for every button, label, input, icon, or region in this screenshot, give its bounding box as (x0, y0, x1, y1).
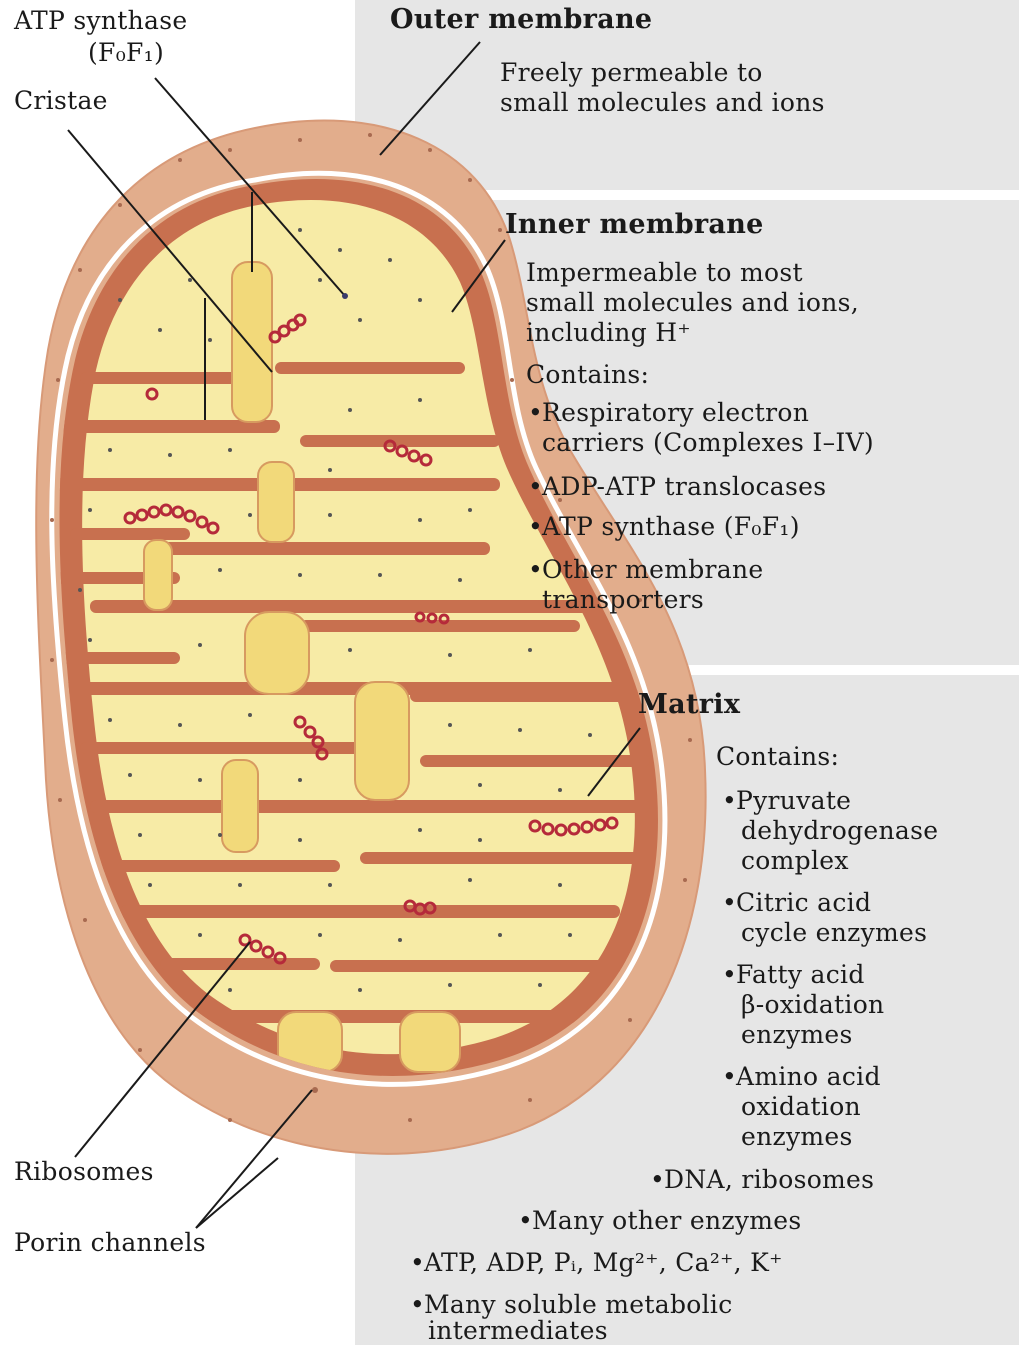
matrix-item-4-line-1: Amino acid (736, 1062, 881, 1091)
matrix-item-ions: •ATP, ADP, Pᵢ, Mg²⁺, Ca²⁺, K⁺ (410, 1248, 783, 1278)
bullet: • (528, 398, 542, 428)
bullet: • (722, 960, 736, 990)
matrix-item-3-line-3: enzymes (741, 1020, 853, 1049)
matrix-item-1-line-1: Pyruvate (736, 786, 851, 815)
bullet: • (722, 786, 736, 816)
matrix-heading: Matrix (638, 690, 740, 720)
inner-item-electron-carriers-cont: carriers (Complexes I–IV) (542, 428, 874, 458)
matrix-item-citric: •Citric acid (722, 888, 871, 918)
matrix-item-4-line-2: oxidation (741, 1092, 861, 1121)
matrix-item-3-line-2: β-oxidation (741, 990, 884, 1019)
inner-item-4-line-1: Other membrane (542, 555, 764, 584)
matrix-item-fatty: •Fatty acid (722, 960, 865, 990)
matrix-item-pdh-3: complex (741, 846, 849, 876)
matrix-item-8-line-2: intermediates (428, 1316, 608, 1345)
bullet: • (528, 472, 542, 502)
bullet: • (410, 1290, 424, 1320)
inner-item-electron-carriers: •Respiratory electron (528, 398, 809, 428)
inner-item-atp-synthase: •ATP synthase (F₀F₁) (528, 512, 800, 542)
matrix-item-amino-2: oxidation (741, 1092, 861, 1122)
matrix-item-1-line-2: dehydrogenase (741, 816, 938, 845)
matrix-item-dna: •DNA, ribosomes (650, 1165, 874, 1195)
matrix-item-fatty-3: enzymes (741, 1020, 853, 1050)
bullet: • (528, 555, 542, 585)
bullet: • (722, 1062, 736, 1092)
bullet: • (650, 1165, 664, 1195)
matrix-item-6-line-1: Many other enzymes (532, 1206, 802, 1235)
outer-membrane-line-1: Freely permeable to (500, 58, 763, 88)
cristae-label: Cristae (14, 86, 108, 116)
porin-channels-label: Porin channels (14, 1228, 206, 1258)
matrix-item-amino: •Amino acid (722, 1062, 881, 1092)
matrix-item-1-line-3: complex (741, 846, 849, 875)
matrix-item-7-line-1: ATP, ADP, Pᵢ, Mg²⁺, Ca²⁺, K⁺ (424, 1248, 783, 1277)
matrix-item-2-line-1: Citric acid (736, 888, 871, 917)
bullet: • (518, 1206, 532, 1236)
inner-membrane-line-3: including H⁺ (526, 318, 691, 348)
inner-item-transporters-cont: transporters (542, 585, 704, 615)
inner-item-3-line-1: ATP synthase (F₀F₁) (542, 512, 800, 541)
bullet: • (410, 1248, 424, 1278)
matrix-item-4-line-3: enzymes (741, 1122, 853, 1151)
matrix-item-fatty-2: β-oxidation (741, 990, 884, 1020)
inner-membrane-heading: Inner membrane (505, 210, 764, 240)
atp-synthase-formula-label: (F₀F₁) (88, 38, 164, 68)
ribosomes-label: Ribosomes (14, 1157, 154, 1187)
matrix-item-pdh: •Pyruvate (722, 786, 851, 816)
matrix-item-citric-2: cycle enzymes (741, 918, 927, 948)
outer-membrane-heading: Outer membrane (390, 5, 652, 35)
matrix-item-8-line-1: Many soluble metabolic (424, 1290, 733, 1319)
inner-item-2-line-1: ADP-ATP translocases (542, 472, 826, 501)
matrix-item-pdh-2: dehydrogenase (741, 816, 938, 846)
inner-membrane-line-1: Impermeable to most (526, 258, 803, 288)
matrix-item-metabolites-2: intermediates (428, 1316, 608, 1346)
inner-membrane-contains: Contains: (526, 360, 649, 390)
bullet: • (722, 888, 736, 918)
matrix-item-amino-3: enzymes (741, 1122, 853, 1152)
inner-item-translocases: •ADP-ATP translocases (528, 472, 826, 502)
matrix-item-5-line-1: DNA, ribosomes (664, 1165, 874, 1194)
matrix-item-other-enzymes: •Many other enzymes (518, 1206, 802, 1236)
atp-synthase-label: ATP synthase (14, 6, 187, 36)
inner-item-transporters: •Other membrane (528, 555, 764, 585)
inner-item-1-line-1: Respiratory electron (542, 398, 809, 427)
matrix-item-3-line-1: Fatty acid (736, 960, 865, 989)
inner-item-4-line-2: transporters (542, 585, 704, 614)
outer-membrane-line-2: small molecules and ions (500, 88, 825, 118)
matrix-contains: Contains: (716, 742, 839, 772)
inner-item-1-line-2: carriers (Complexes I–IV) (542, 428, 874, 457)
bullet: • (528, 512, 542, 542)
inner-membrane-line-2: small molecules and ions, (526, 288, 859, 318)
matrix-item-2-line-2: cycle enzymes (741, 918, 927, 947)
